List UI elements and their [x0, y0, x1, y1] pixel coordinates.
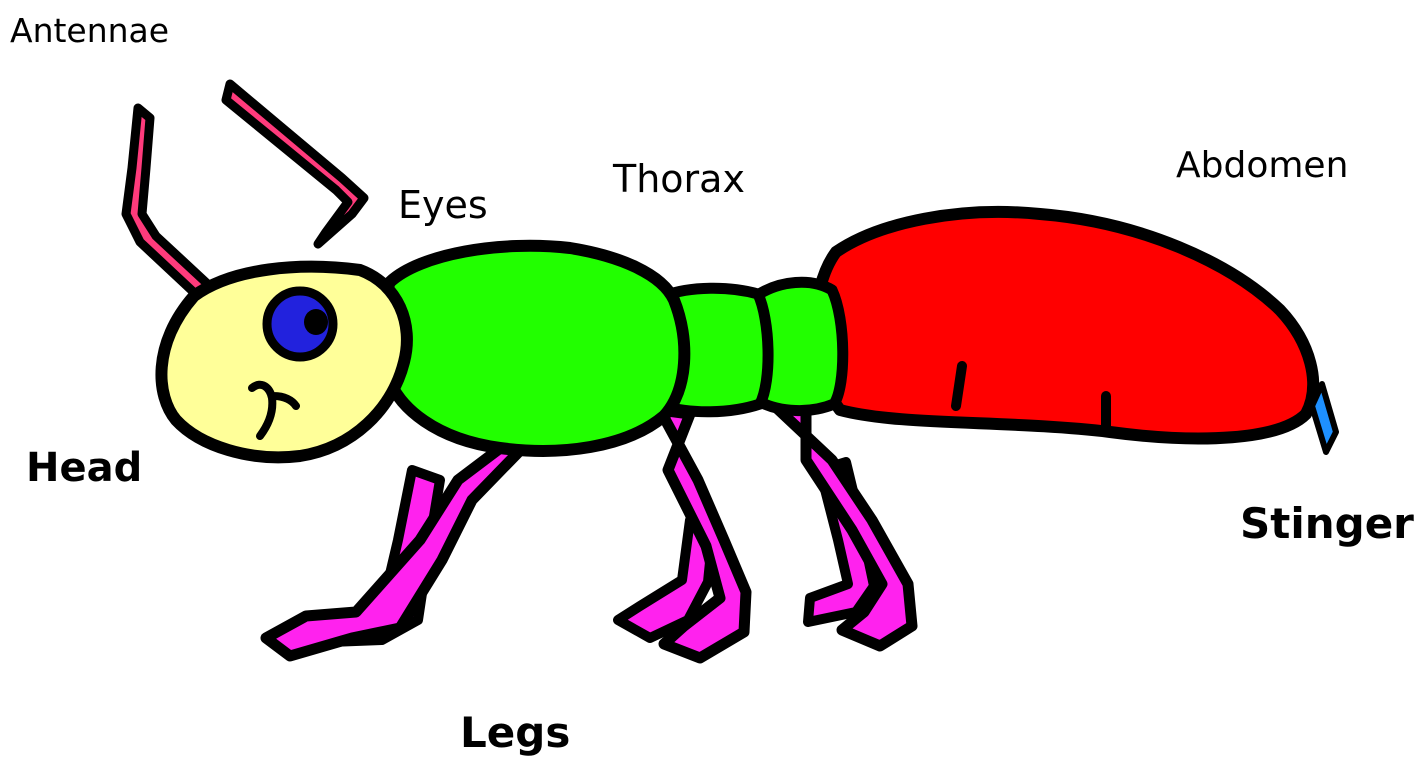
right-antenna	[226, 84, 364, 244]
stinger-shape	[1312, 384, 1336, 452]
abdomen-label: Abdomen	[1176, 148, 1348, 184]
head-label: Head	[26, 448, 142, 488]
legs-label: Legs	[460, 712, 570, 754]
abdomen-crease-1	[956, 366, 962, 406]
stinger-label: Stinger	[1240, 503, 1414, 545]
antennae-label: Antennae	[10, 14, 169, 47]
eye-pupil	[304, 309, 328, 335]
eyes-label: Eyes	[398, 186, 488, 224]
thorax-front-segment	[381, 246, 684, 451]
left-antenna	[126, 108, 212, 300]
abdomen-shape	[815, 212, 1313, 439]
thorax-label: Thorax	[613, 160, 745, 198]
